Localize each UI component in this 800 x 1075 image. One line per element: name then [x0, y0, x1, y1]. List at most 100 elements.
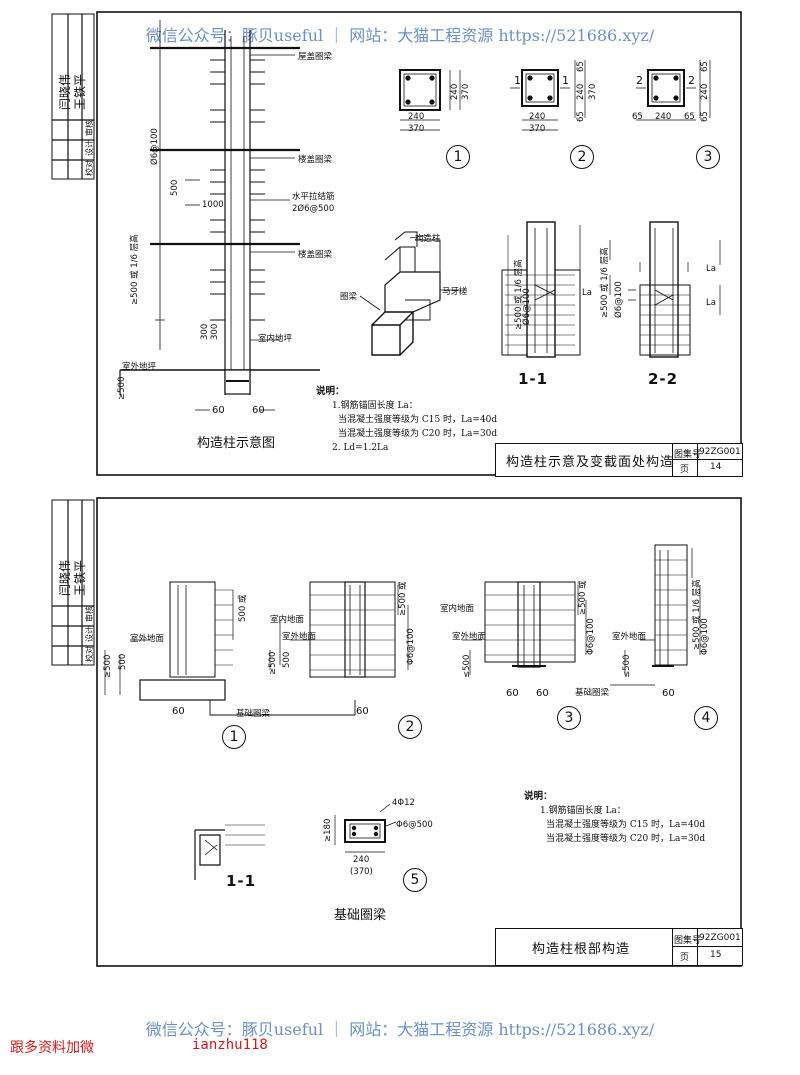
s2-role-2: 设计 [85, 626, 94, 642]
beam-cut-label: 1-1 [226, 872, 257, 890]
dim-500: 500 [170, 179, 180, 196]
d1-outdoor: 室外地面 [130, 634, 165, 644]
sec1-h-outer: 370 [461, 83, 471, 100]
beam-w-alt: (370) [350, 867, 373, 877]
d3-left-dim: ≤500 [462, 654, 472, 678]
detail-2-marker: 2 [398, 715, 422, 739]
dim-1000: 1000 [202, 200, 224, 210]
sheet-1: 闫晓伟 王铁平 校对 设计 审核 屋盖圈梁 楼盖圈梁 楼盖圈梁 水平拉结筋 2Ø… [0, 0, 800, 480]
sec3-w-left: 65 [632, 112, 643, 122]
detail-5-marker: 5 [403, 868, 427, 892]
d3-top-dim: ≥500 或 [578, 580, 588, 615]
role-3: 审核 [85, 120, 94, 136]
section-22-label: 2-2 [648, 370, 679, 388]
tall-dim: ≥500 或 1/6 层高 [130, 234, 140, 305]
sheet2-drawing [51, 497, 742, 967]
sec3-h-inner: 240 [700, 83, 710, 100]
role-2: 设计 [85, 140, 94, 156]
tie-spec-label: 2Ø6@500 [292, 204, 335, 214]
sec2-cut-right: 1 [562, 74, 569, 87]
s2-notes-line-3: 当混凝土强度等级为 C20 时，La=30d [546, 834, 706, 844]
d4-left-dim: ≤500 [622, 654, 632, 678]
sheet1-page-label: 页 [680, 465, 690, 475]
sec2-h-inner: 240 [576, 83, 586, 100]
sheet2-atlas-no: 92ZG001 [699, 933, 741, 943]
notes-line-2: 当混凝土强度等级为 C15 时，La=40d [338, 415, 498, 425]
d2-stirrup: Φ6@100 [406, 628, 416, 665]
roof-beam-label: 屋盖圈梁 [298, 52, 333, 62]
sheet-2: 闫晓伟 王铁平 校对 设计 审核 ≥500 500 室外地面 500 或 基础圈… [0, 490, 800, 980]
sec3-h-bottom: 65 [700, 111, 710, 122]
watermark-top: 微信公众号：豚贝useful ｜ 网站：大猫工程资源 https://52168… [145, 26, 655, 45]
sheet2-title-block: 构造柱根部构造 图集号 92ZG001 页 15 [495, 928, 743, 966]
beam-bars: 4Φ12 [392, 798, 415, 808]
d4-beam: 基础圈梁 [575, 688, 610, 698]
beam-w: 240 [353, 855, 370, 865]
tie-bars-label: 水平拉结筋 [292, 192, 335, 202]
footer-contact-id: ianzhu118 [192, 1037, 268, 1053]
sec2-w-outer: 370 [529, 124, 546, 134]
s2-notes-line-2: 当混凝土强度等级为 C15 时，La=40d [546, 820, 706, 830]
d1-left-dim: ≥500 [103, 654, 113, 678]
sheet1-drawing [51, 11, 742, 476]
sheet1-page-no: 14 [710, 462, 722, 472]
watermark-bottom: 微信公众号：豚贝useful ｜ 网站：大猫工程资源 https://52168… [145, 1020, 655, 1039]
d3-60a: 60 [506, 688, 519, 699]
d2-indoor: 室内地面 [270, 615, 305, 625]
section-1-marker: 1 [446, 145, 470, 169]
dim-300b: 300 [210, 323, 220, 340]
sec22-la-bottom: La [706, 298, 716, 308]
d3-outdoor: 室外地面 [452, 632, 487, 642]
s2-role-3: 审核 [85, 606, 94, 622]
sec3-h-top: 65 [700, 61, 710, 72]
detail-3-marker: 3 [557, 706, 581, 730]
sec22-la-top: La [706, 264, 716, 274]
sec3-cut-right: 2 [688, 74, 695, 87]
sec22-tall: ≥500 或 1/6 层高 [600, 247, 610, 318]
notes-heading: 说明： [316, 386, 345, 397]
sec11-la: La [582, 288, 592, 298]
beam-h: ≥180 [323, 818, 333, 842]
s2-role-1: 校对 [85, 646, 94, 662]
sheet1-atlas-label: 图集号 [674, 450, 702, 460]
sec3-w-inner: 240 [655, 112, 672, 122]
s2-notes-heading: 说明： [524, 791, 553, 802]
column-label: 构造柱 [415, 234, 441, 244]
d2-left-dim: ≥500 [268, 651, 278, 675]
d1-dim-500: 500 [118, 653, 128, 670]
d4-60: 60 [662, 688, 675, 699]
ge500-label: ≥500 [117, 376, 127, 400]
d1-beam: 基础圈梁 [236, 709, 271, 719]
beam-stirrup: Φ6@500 [396, 820, 433, 830]
detail-1-marker: 1 [222, 725, 246, 749]
sheet2-page-label: 页 [680, 953, 690, 963]
horse-teeth-label: 马牙槎 [442, 287, 468, 297]
sec1-w-outer: 370 [408, 124, 425, 134]
sheet1-title: 构造柱示意及变截面处构造 [506, 455, 675, 470]
sec11-stirrup: Ø6@100 [522, 288, 532, 325]
section-2-marker: 2 [570, 145, 594, 169]
sheet1-notes: 说明： 1.钢筋锚固长度 La： 当混凝土强度等级为 C15 时，La=40d … [316, 385, 497, 455]
role-1: 校对 [85, 160, 94, 176]
ring-beam-label: 圈梁 [340, 292, 358, 302]
beam-caption: 基础圈梁 [334, 908, 387, 923]
notes-line-1: 1.钢筋锚固长度 La： [332, 401, 418, 411]
sec2-h-bottom: 65 [576, 111, 586, 122]
column-diagram-caption: 构造柱示意图 [197, 436, 276, 451]
sheet1-title-block: 构造柱示意及变截面处构造 图集号 92ZG001 页 14 [495, 443, 743, 477]
s2-signature-2: 王铁平 [73, 559, 87, 596]
bottom-60-left: 60 [212, 405, 225, 416]
d1-60a: 60 [172, 706, 185, 717]
d2-outdoor: 室外地面 [282, 632, 317, 642]
notes-line-4: 2. Ld=1.2La [332, 443, 389, 453]
notes-line-3: 当混凝土强度等级为 C20 时，La=30d [338, 429, 498, 439]
bottom-60-right: 60 [252, 405, 265, 416]
sec2-w-inner: 240 [529, 112, 546, 122]
sheet2-notes: 说明： 1.钢筋锚固长度 La： 当混凝土强度等级为 C15 时，La=40d … [524, 790, 705, 846]
dim-300a: 300 [200, 323, 210, 340]
d2-top-dim: ≥500 或 [398, 581, 408, 616]
sheet1-atlas-no: 92ZG001 [699, 447, 741, 457]
indoor-floor-label: 室内地坪 [258, 334, 293, 344]
sec3-w-right: 65 [684, 112, 695, 122]
sec2-cut-left: 1 [514, 74, 521, 87]
